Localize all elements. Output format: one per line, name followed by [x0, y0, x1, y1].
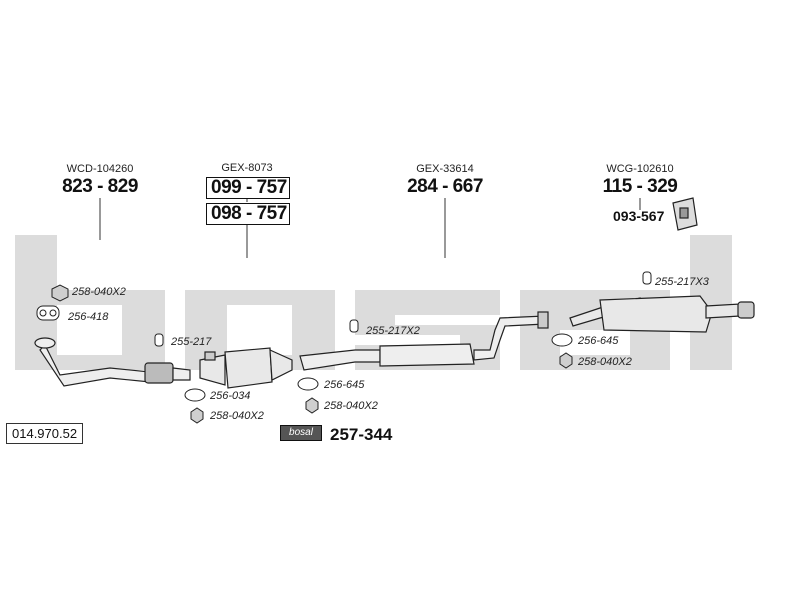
oem-number-front-pipe: WCD-104260: [66, 163, 134, 175]
part-label-gasket-rear: 256-645: [578, 335, 619, 347]
part-label-nut-centre: 258-040X2: [324, 400, 378, 412]
part-code-mount-kit[interactable]: 257-344: [330, 425, 393, 444]
centre-silencer: [299, 311, 549, 371]
clamp-icon: [154, 333, 164, 347]
part-label-nut-cat: 258-040X2: [210, 410, 264, 422]
clamp-icon: [642, 271, 652, 285]
part-code-catalyst-1[interactable]: 099 - 757: [206, 177, 290, 199]
part-code-front-pipe[interactable]: 823 - 829: [62, 176, 138, 197]
rear-bracket: [672, 197, 698, 231]
rear-silencer: [569, 295, 755, 333]
catalytic-converter: [199, 347, 293, 389]
catalog-reference: 014.970.52: [6, 423, 84, 444]
gasket-icon: [551, 333, 573, 347]
brand-logo: bosal: [280, 425, 322, 441]
part-label-clamp-centre: 255-217X2: [366, 325, 420, 337]
part-label-gasket-centre: 256-645: [324, 379, 365, 391]
part-code-rear-bracket[interactable]: 093-567: [613, 208, 665, 224]
oem-number-catalyst: GEX-8073: [221, 162, 273, 174]
fitting-icons: [36, 271, 652, 424]
oem-number-rear-silencer: WCG-102610: [606, 163, 674, 175]
front-pipe: [34, 337, 191, 387]
nut-icon: [559, 352, 573, 369]
nut-icon: [51, 284, 69, 302]
part-code-rear-silencer[interactable]: 115 - 329: [602, 176, 678, 197]
oem-number-centre-silencer: GEX-33614: [416, 163, 474, 175]
gasket-icon: [36, 305, 60, 321]
part-label-clamp-rear: 255-217X3: [655, 276, 709, 288]
part-label-gasket-front: 256-418: [68, 311, 109, 323]
clamp-icon: [349, 319, 359, 333]
part-label-nut-front: 258-040X2: [72, 286, 126, 298]
part-label-gasket-cat: 256-034: [210, 390, 251, 402]
leader-lines: [99, 196, 641, 258]
nut-icon: [190, 407, 204, 424]
gasket-icon: [297, 377, 319, 391]
part-label-nut-rear: 258-040X2: [578, 356, 632, 368]
part-code-centre-silencer[interactable]: 284 - 667: [407, 176, 483, 197]
part-code-catalyst-2[interactable]: 098 - 757: [206, 203, 290, 225]
part-label-clamp-front: 255-217: [171, 336, 212, 348]
gasket-icon: [184, 388, 206, 402]
nut-icon: [305, 397, 319, 414]
